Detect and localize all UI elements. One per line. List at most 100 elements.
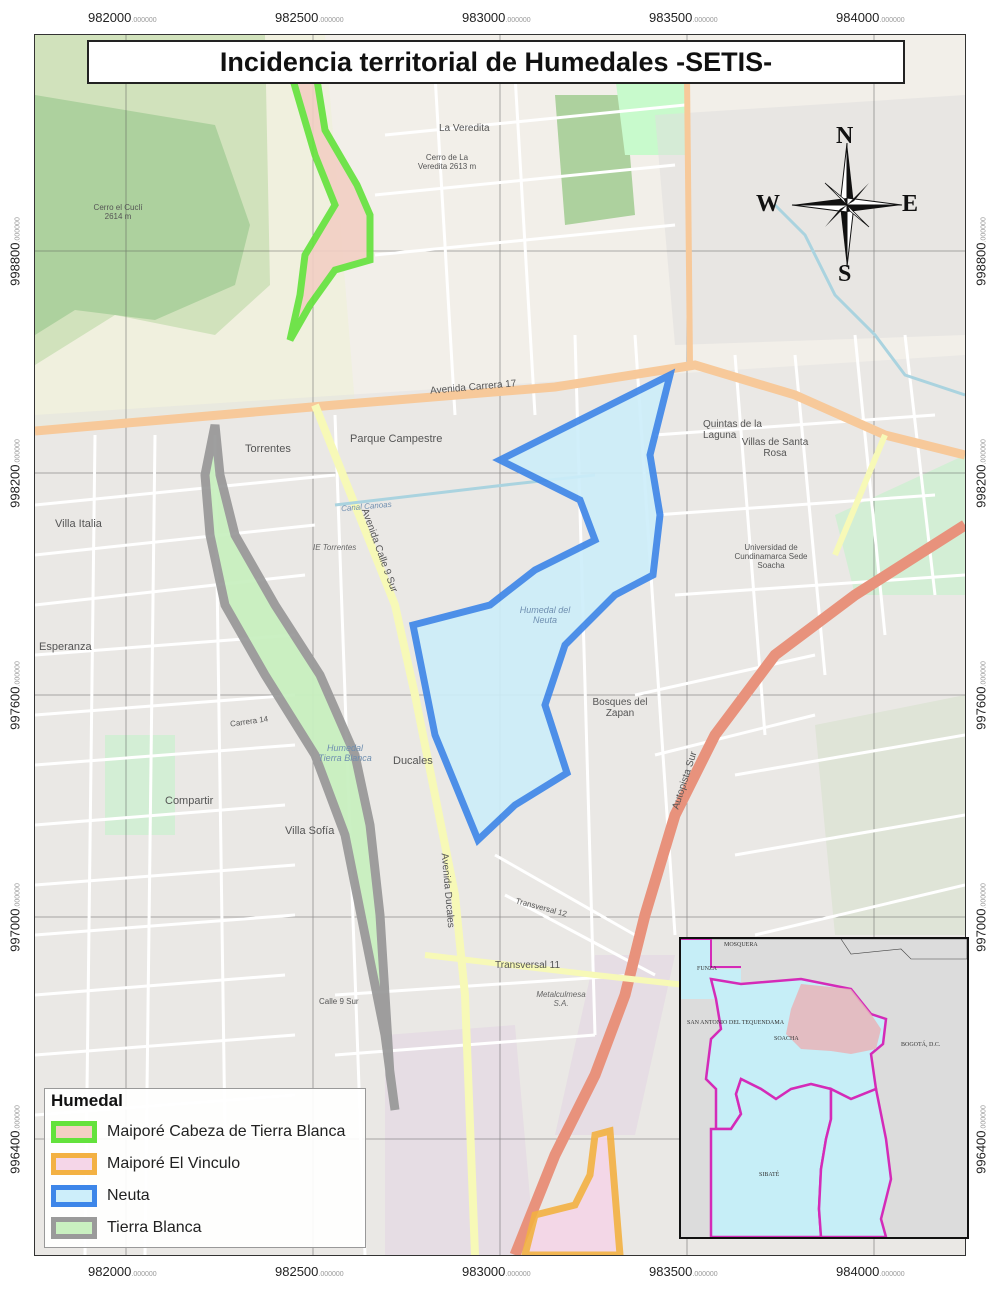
legend-label: Maiporé Cabeza de Tierra Blanca (107, 1123, 346, 1140)
y-tick-dec: .000000 (14, 217, 22, 243)
x-tick-main: 983500 (649, 10, 693, 25)
y-tick-main: 997000 (973, 908, 989, 952)
y-tick-left: 997000.000000 (8, 873, 23, 963)
y-tick-main: 998800 (973, 242, 989, 286)
label-villa-italia: Villa Italia (55, 518, 102, 530)
label-esperanza: Esperanza (39, 641, 92, 653)
inset-label-mosquera: MOSQUERA (724, 942, 758, 948)
inset-label-sibate: SIBATÉ (759, 1172, 780, 1178)
avenida-calle-9-road (311, 403, 479, 1255)
label-ducales: Ducales (393, 755, 433, 767)
y-tick-right: 997600.000000 (974, 651, 989, 741)
legend-label: Neuta (107, 1187, 150, 1204)
legend-item-tierra-blanca: Tierra Blanca (51, 1215, 202, 1241)
park-area (555, 95, 635, 225)
label-humedal-tierra-blanca: Humedal Tierra Blanca (318, 743, 372, 763)
label-compartir: Compartir (165, 795, 214, 807)
x-tick-main: 983000 (462, 10, 506, 25)
x-tick-main: 982500 (275, 10, 319, 25)
y-tick-dec: .000000 (14, 439, 22, 465)
x-tick-bottom: 984000.000000 (836, 1264, 905, 1279)
legend-title: Humedal (51, 1091, 123, 1110)
y-tick-main: 998200 (7, 464, 23, 508)
avenida-calle-1-road (684, 74, 693, 366)
y-tick-dec: .000000 (14, 1105, 22, 1131)
x-tick-bottom: 983000.000000 (462, 1264, 531, 1279)
x-tick-dec: .000000 (318, 17, 344, 24)
basemap[interactable] (35, 35, 965, 1255)
y-tick-left: 996400.000000 (8, 1095, 23, 1185)
x-tick-main: 982000 (88, 10, 132, 25)
carrera-9-road (832, 433, 888, 557)
x-tick-bottom: 983500.000000 (649, 1264, 718, 1279)
x-tick-main: 984000 (836, 1264, 880, 1279)
x-tick-top: 983000.000000 (462, 10, 531, 25)
x-tick-dec: .000000 (131, 1271, 157, 1278)
label-metalculmesa: Metalculmesa S.A. (536, 990, 586, 1008)
map-title-box: Incidencia territorial de Humedales -SET… (87, 40, 905, 84)
x-tick-bottom: 982000.000000 (88, 1264, 157, 1279)
y-tick-main: 996400 (973, 1130, 989, 1174)
humedal-neuta-polygon (408, 368, 676, 847)
label-parque-campestre: Parque Campestre (350, 433, 443, 445)
humedal-maipore-el-vinculo-polygon (521, 1126, 624, 1255)
map-frame[interactable]: Avenida Carrera 17 Parque Campestre Torr… (34, 34, 966, 1256)
y-tick-main: 997600 (7, 686, 23, 730)
x-tick-top: 982000.000000 (88, 10, 157, 25)
legend-swatch (51, 1121, 97, 1143)
x-tick-main: 983500 (649, 1264, 693, 1279)
x-tick-dec: .000000 (131, 17, 157, 24)
legend-label: Tierra Blanca (107, 1219, 202, 1236)
x-tick-dec: .000000 (692, 1271, 718, 1278)
inset-locator-map[interactable]: MOSQUERA FUNZA SAN ANTONIO DEL TEQUENDAM… (679, 937, 969, 1239)
compass-s: S (838, 261, 852, 287)
compass-rose-icon (791, 142, 903, 268)
forest-area (35, 95, 250, 335)
y-tick-left: 998200.000000 (8, 429, 23, 519)
compass-w: W (756, 191, 780, 217)
x-tick-dec: .000000 (505, 17, 531, 24)
label-quintas-de-la-laguna: Quintas de la Laguna (703, 419, 762, 441)
river (773, 203, 965, 397)
label-transversal-11: Transversal 11 (495, 960, 561, 971)
y-tick-dec: .000000 (980, 217, 988, 243)
y-tick-dec: .000000 (980, 1105, 988, 1131)
compass-n: N (836, 123, 854, 149)
inset-label-funza: FUNZA (697, 966, 718, 972)
y-tick-dec: .000000 (14, 883, 22, 909)
label-la-veredita: La Veredita (439, 123, 490, 134)
label-cerro-el-cucli: Cerro el Cuclí 2614 m (93, 203, 143, 221)
label-humedal-neuta: Humedal del Neuta (519, 605, 571, 625)
y-tick-dec: .000000 (14, 661, 22, 687)
x-tick-top: 984000.000000 (836, 10, 905, 25)
y-tick-main: 997600 (973, 686, 989, 730)
x-tick-dec: .000000 (879, 17, 905, 24)
street-network (35, 74, 965, 1255)
x-tick-top: 982500.000000 (275, 10, 344, 25)
legend-item-maipore-cabeza: Maiporé Cabeza de Tierra Blanca (51, 1119, 345, 1145)
x-tick-main: 982000 (88, 1264, 132, 1279)
label-torrentes: Torrentes (245, 443, 291, 455)
park-area (835, 455, 965, 595)
industrial-area (385, 1025, 535, 1255)
y-tick-left: 997600.000000 (8, 651, 23, 741)
x-tick-main: 984000 (836, 10, 880, 25)
label-villas-de-santa-rosa: Villas de Santa Rosa (741, 437, 809, 459)
humedal-tierra-blanca-polygon (200, 424, 400, 1111)
legend-item-maipore-vinculo: Maiporé El Vinculo (51, 1151, 240, 1177)
residential-area (655, 95, 965, 345)
y-tick-left: 998800.000000 (8, 207, 23, 297)
humedal-maipore-cabeza-polygon (286, 76, 374, 342)
inset-label-soacha: SOACHA (774, 1036, 799, 1042)
legend-swatch (51, 1153, 97, 1175)
label-villa-sofia: Villa Sofía (285, 825, 335, 837)
map-title: Incidencia territorial de Humedales -SET… (219, 46, 773, 77)
autopista-sur-road (509, 520, 965, 1255)
y-tick-dec: .000000 (980, 439, 988, 465)
legend: Humedal Maiporé Cabeza de Tierra Blanca … (44, 1088, 366, 1248)
x-tick-main: 983000 (462, 1264, 506, 1279)
x-tick-top: 983500.000000 (649, 10, 718, 25)
y-tick-dec: .000000 (980, 883, 988, 909)
transversal-11-road (424, 952, 686, 988)
x-tick-dec: .000000 (318, 1271, 344, 1278)
